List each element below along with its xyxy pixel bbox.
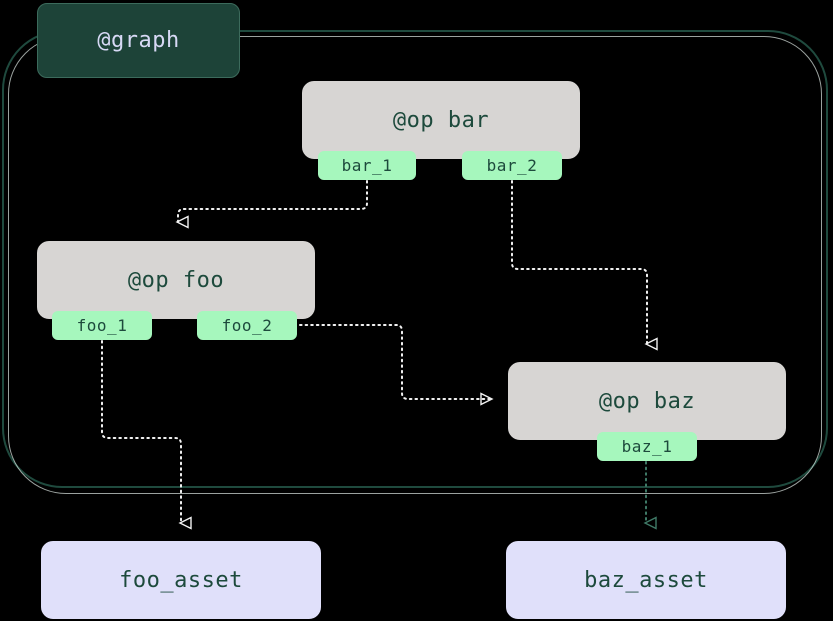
- port-bar-1[interactable]: bar_1: [318, 151, 416, 180]
- op-node-foo[interactable]: @op foo: [37, 241, 315, 319]
- graph-cluster-border-highlight: [8, 36, 822, 494]
- port-bar-2[interactable]: bar_2: [462, 151, 562, 180]
- graph-cluster-label[interactable]: @graph: [37, 3, 240, 78]
- port-foo-2[interactable]: foo_2: [197, 311, 297, 340]
- graph-cluster-border: [2, 30, 828, 488]
- asset-node-foo-asset[interactable]: foo_asset: [41, 541, 321, 619]
- port-foo-1-label: foo_1: [76, 316, 128, 335]
- port-foo-1[interactable]: foo_1: [52, 311, 152, 340]
- asset-node-baz-asset[interactable]: baz_asset: [506, 541, 786, 619]
- graph-cluster-label-text: @graph: [97, 28, 180, 53]
- port-baz-1-label: baz_1: [621, 437, 673, 456]
- op-node-bar[interactable]: @op bar: [302, 81, 580, 159]
- port-baz-1[interactable]: baz_1: [597, 432, 697, 461]
- op-node-baz-label: @op baz: [598, 388, 696, 414]
- op-node-baz[interactable]: @op baz: [508, 362, 786, 440]
- port-bar-1-label: bar_1: [341, 156, 393, 175]
- asset-node-foo-asset-label: foo_asset: [119, 567, 243, 593]
- asset-node-baz-asset-label: baz_asset: [584, 567, 708, 593]
- op-node-bar-label: @op bar: [392, 107, 490, 133]
- port-bar-2-label: bar_2: [486, 156, 538, 175]
- op-node-foo-label: @op foo: [127, 267, 225, 293]
- port-foo-2-label: foo_2: [221, 316, 273, 335]
